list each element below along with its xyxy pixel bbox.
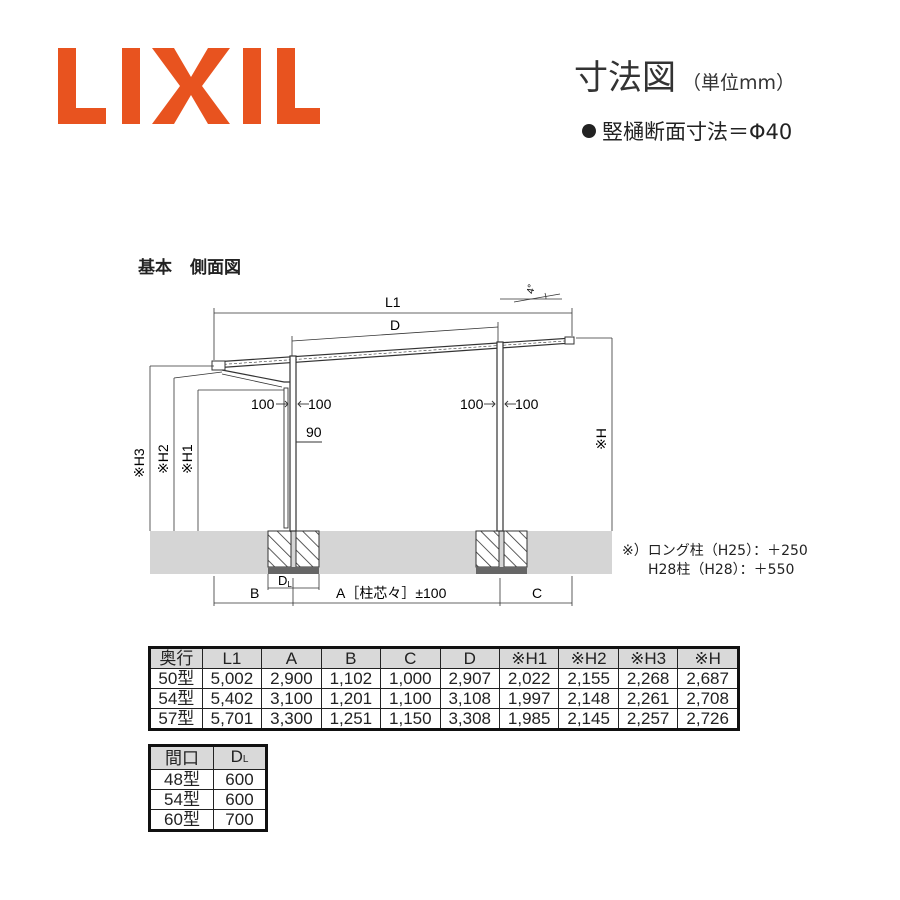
- dimensions-table: 奥行 L1 A B C D ※H1 ※H2 ※H3 ※H 50型 5,002 2…: [148, 646, 740, 731]
- table-cell: 3,108: [439, 688, 500, 709]
- page-title: 寸法図 （単位mm）: [574, 50, 795, 99]
- downspout-note: 竪樋断面寸法＝Φ40: [582, 116, 792, 146]
- table-header-cell: 間口: [148, 744, 214, 770]
- post-left: [283, 355, 297, 532]
- table-header-cell: ※H3: [617, 646, 679, 669]
- label-h1: ※H1: [179, 444, 195, 474]
- table-header-cell: ※H: [677, 646, 740, 669]
- title-text: 寸法図: [574, 58, 676, 98]
- table-cell: 1,201: [320, 688, 382, 709]
- table-cell: 3,100: [261, 688, 322, 709]
- offset-right-r: 100: [515, 396, 539, 412]
- table-cell: 2,145: [558, 708, 619, 731]
- unit-text: （単位mm）: [682, 72, 796, 94]
- table-cell: 2,708: [677, 688, 740, 709]
- table-cell: 2,268: [617, 668, 679, 689]
- table-cell: 3,300: [261, 708, 322, 731]
- table-cell: 54型: [148, 688, 203, 709]
- table-cell: 3,308: [439, 708, 500, 731]
- label-c: C: [532, 585, 542, 601]
- label-h3: ※H3: [131, 448, 147, 478]
- table-cell: 2,148: [558, 688, 619, 709]
- roof-panel: [211, 336, 575, 371]
- table-cell: 2,907: [439, 668, 500, 689]
- table-header-row: 奥行 L1 A B C D ※H1 ※H2 ※H3 ※H: [148, 646, 740, 669]
- table-header-row: 間口 DL: [148, 744, 269, 770]
- dl-sub: L: [242, 754, 249, 765]
- table-cell: 1,251: [320, 708, 382, 731]
- table-header-cell: A: [261, 646, 322, 669]
- table-row: 57型 5,701 3,300 1,251 1,150 3,308 1,985 …: [148, 708, 740, 731]
- offset-left-r: 100: [308, 396, 332, 412]
- table-cell: 700: [212, 809, 269, 832]
- foundation-right: [475, 530, 528, 574]
- table-cell: 5,402: [201, 688, 263, 709]
- table-cell: 600: [212, 769, 269, 790]
- offset-right-l: 100: [460, 396, 484, 412]
- label-90: 90: [306, 424, 322, 440]
- support-beam: [221, 369, 292, 383]
- table-header-cell: ※H1: [498, 646, 560, 669]
- table-header-cell: C: [380, 646, 441, 669]
- table-row: 60型 700: [148, 809, 269, 832]
- table-header-cell: D: [439, 646, 500, 669]
- frontage-table: 間口 DL 48型 600 54型 600 60型 700: [148, 744, 269, 832]
- table-cell: 1,997: [498, 688, 560, 709]
- table-header-cell-dl: DL: [212, 744, 269, 770]
- label-l1: L1: [385, 294, 401, 310]
- label-dl-sub: L: [287, 580, 292, 589]
- table-cell: 5,002: [201, 668, 263, 689]
- table-cell: 1,000: [380, 668, 441, 689]
- label-dl-main: D: [278, 573, 287, 588]
- ground-band: [150, 531, 612, 574]
- table-row: 54型 600: [148, 789, 269, 810]
- label-b: B: [250, 585, 259, 601]
- footnote-long-post: ※）ロング柱（H25）：＋250: [622, 543, 808, 559]
- section-title-side: 側面図: [190, 258, 241, 278]
- table-cell: 2,022: [498, 668, 560, 689]
- section-title: 基本側面図: [138, 253, 241, 278]
- lixil-logo: [58, 48, 320, 124]
- table-cell: 2,726: [677, 708, 740, 731]
- table-cell: 600: [212, 789, 269, 810]
- table-cell: 60型: [148, 809, 214, 832]
- table-cell: 48型: [148, 769, 214, 790]
- table-cell: 2,261: [617, 688, 679, 709]
- offset-arrows: [276, 400, 516, 408]
- table-row: 54型 5,402 3,100 1,201 1,100 3,108 1,997 …: [148, 688, 740, 709]
- table-header-cell: ※H2: [558, 646, 619, 669]
- label-a: A［柱芯々］±100: [336, 585, 447, 601]
- table-header-cell: L1: [201, 646, 263, 669]
- table-row: 48型 600: [148, 769, 269, 790]
- label-d: D: [390, 317, 400, 333]
- table-header-cell: 奥行: [148, 646, 203, 669]
- offset-left-l: 100: [251, 396, 275, 412]
- table-cell: 5,701: [201, 708, 263, 731]
- downspout-note-text: 竪樋断面寸法＝Φ40: [602, 120, 793, 144]
- table-cell: 50型: [148, 668, 203, 689]
- table-cell: 2,257: [617, 708, 679, 731]
- label-h2: ※H2: [155, 444, 171, 474]
- label-dl: DL: [278, 573, 292, 589]
- label-h: ※H: [593, 428, 609, 450]
- table-cell: 1,985: [498, 708, 560, 731]
- section-title-basic: 基本: [138, 258, 172, 278]
- table-row: 50型 5,002 2,900 1,102 1,000 2,907 2,022 …: [148, 668, 740, 689]
- foundation-left: [267, 530, 320, 574]
- table-header-cell: B: [320, 646, 382, 669]
- table-cell: 1,150: [380, 708, 441, 731]
- table-cell: 57型: [148, 708, 203, 731]
- table-cell: 2,900: [261, 668, 322, 689]
- table-cell: 2,155: [558, 668, 619, 689]
- table-cell: 2,687: [677, 668, 740, 689]
- label-angle: 4°: [525, 283, 537, 294]
- table-cell: 1,102: [320, 668, 382, 689]
- post-right: [496, 341, 504, 532]
- table-cell: 1,100: [380, 688, 441, 709]
- dl-main: D: [230, 747, 243, 766]
- bullet-icon: [582, 124, 596, 138]
- table-cell: 54型: [148, 789, 214, 810]
- footnote-h28-post: H28柱（H28）：＋550: [648, 562, 795, 578]
